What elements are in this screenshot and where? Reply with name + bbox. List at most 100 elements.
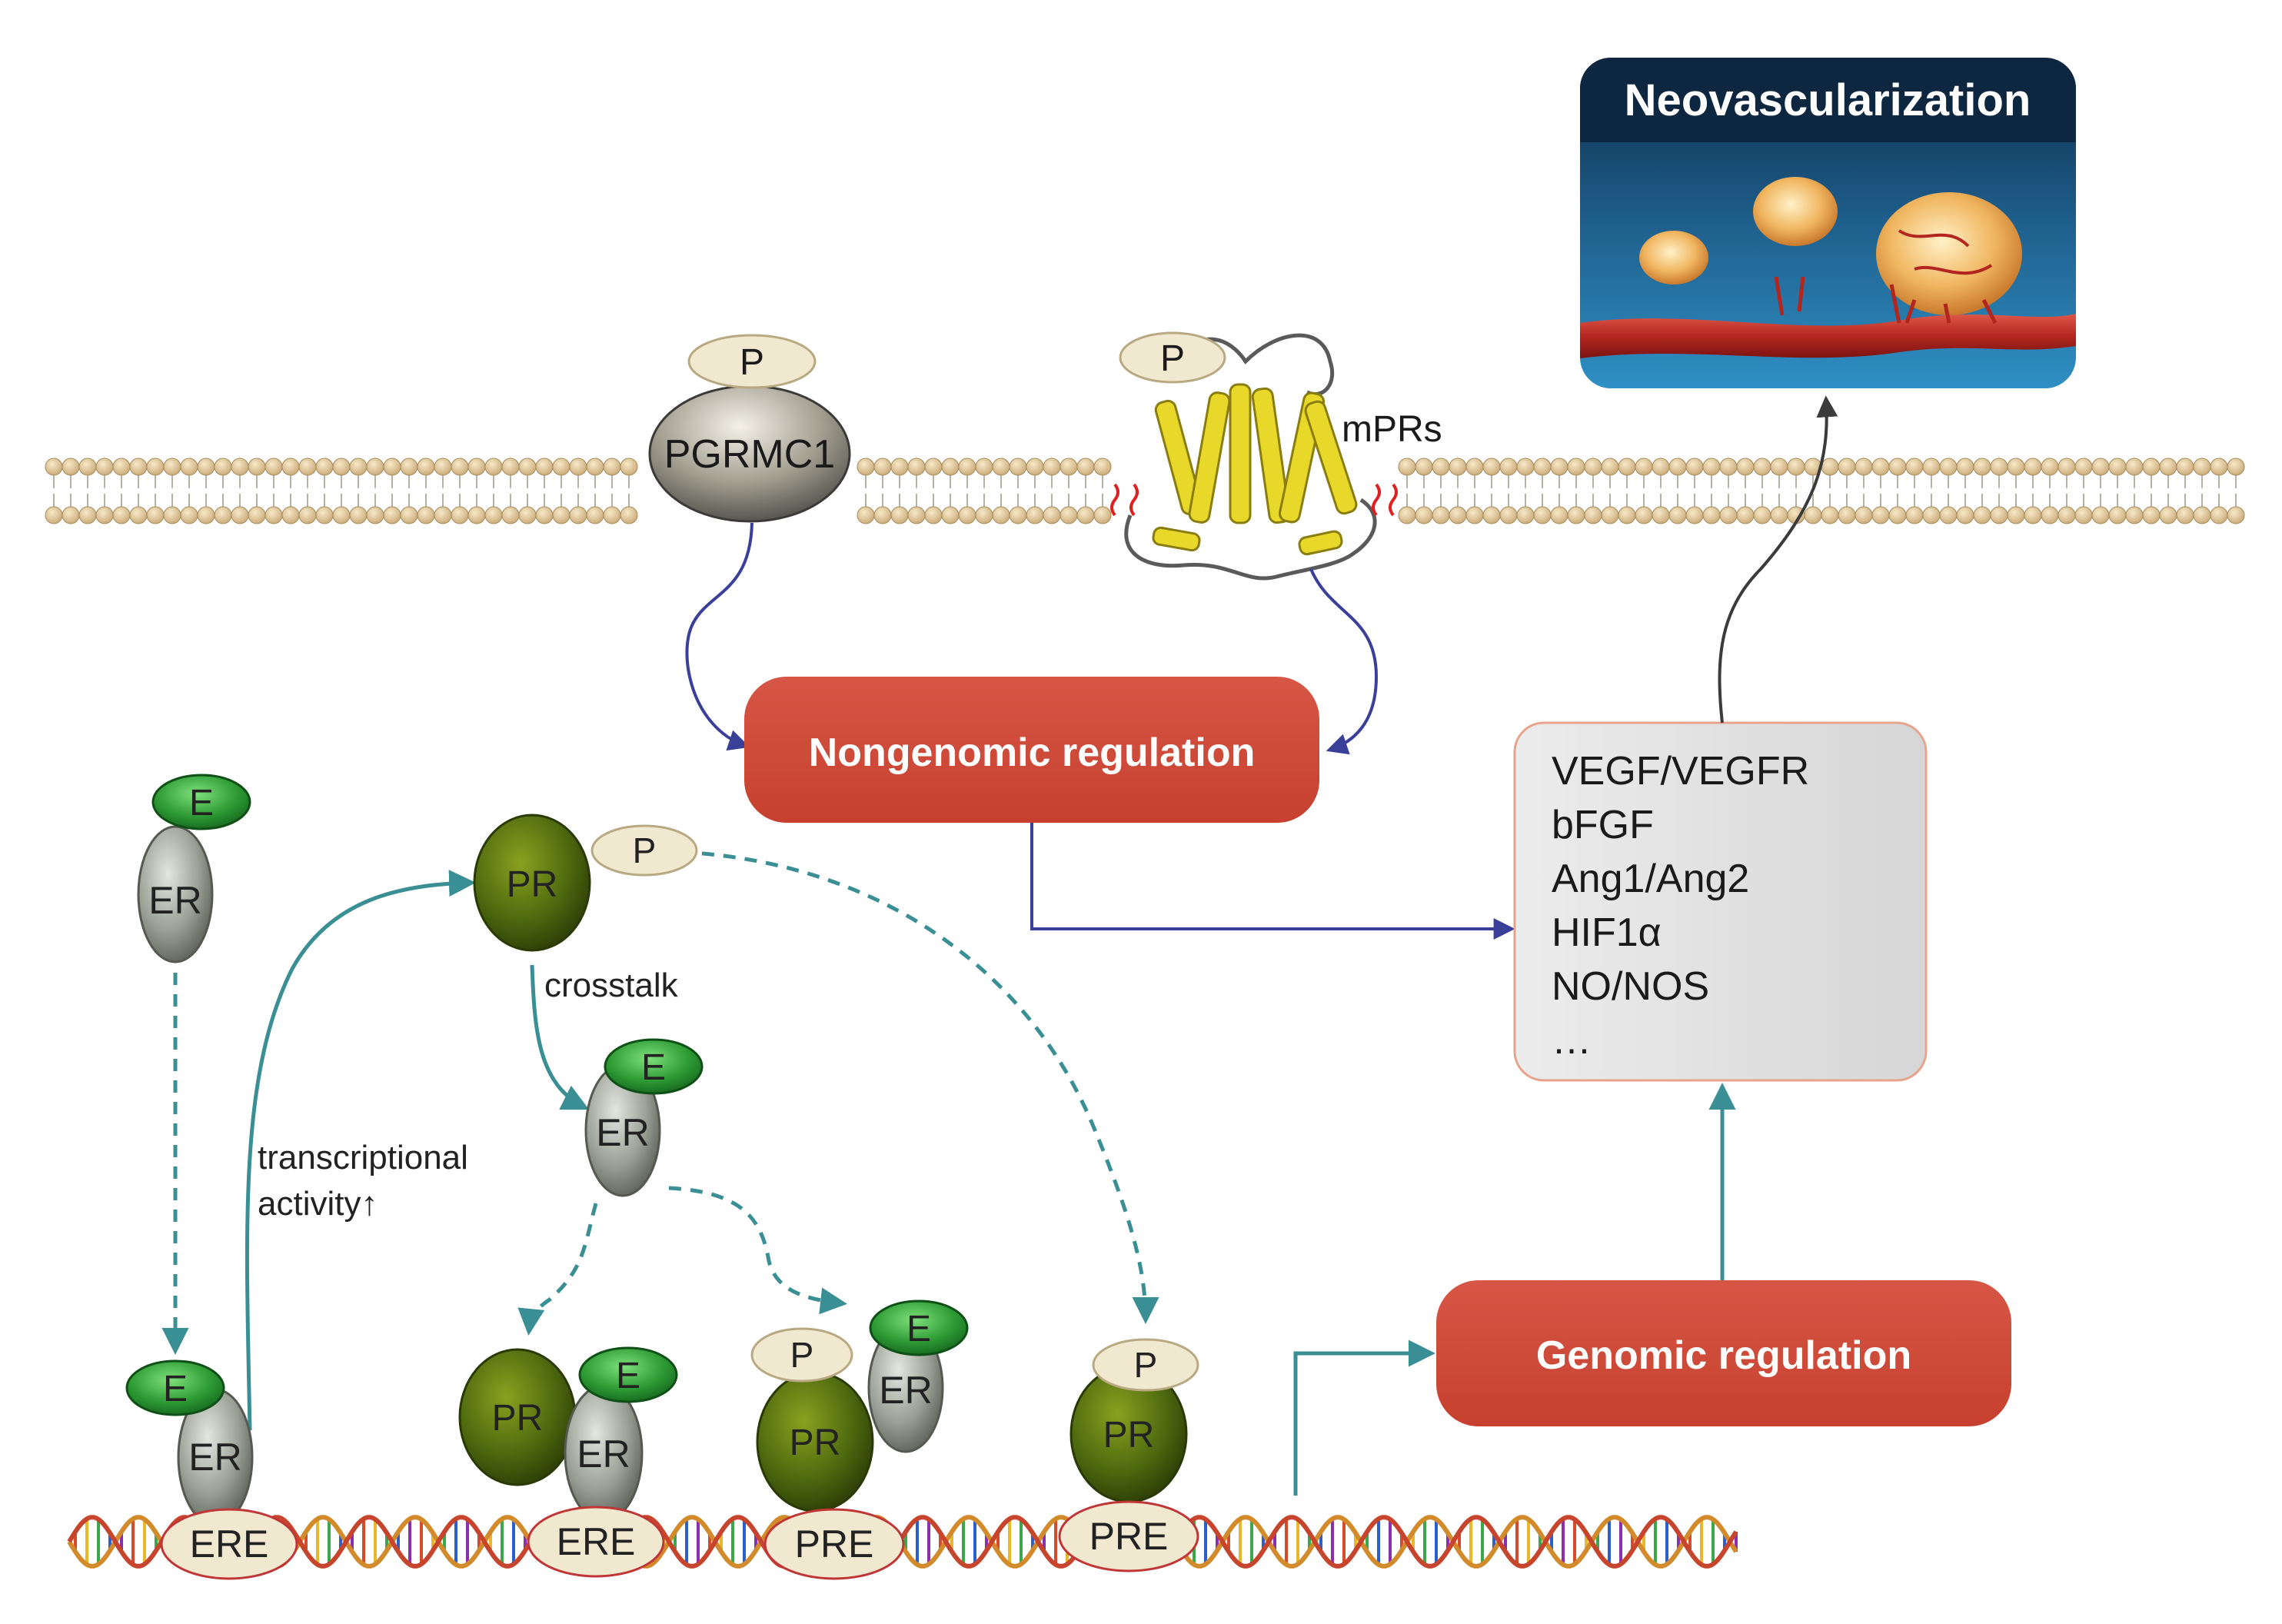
lipid-head xyxy=(1398,458,1416,476)
lipid-head xyxy=(1956,458,1974,476)
lipid-head xyxy=(467,458,486,476)
lipid-head xyxy=(197,506,215,524)
lipid-head xyxy=(1043,458,1061,476)
e-label: E xyxy=(189,783,214,824)
lipid-head xyxy=(1652,458,1670,476)
mprs-ligand-p: P xyxy=(1160,338,1185,379)
lipid-head xyxy=(1736,506,1755,524)
lipid-head xyxy=(535,458,554,476)
lipid-head xyxy=(1770,458,1788,476)
lipid-head xyxy=(1618,506,1636,524)
er-label: ER xyxy=(879,1369,932,1412)
nongenomic-regulation-label: Nongenomic regulation xyxy=(809,730,1256,775)
lipid-head xyxy=(1060,458,1078,476)
lipid-head xyxy=(45,506,63,524)
arrow-er-to-pre-complex-dashed xyxy=(668,1186,847,1315)
tumor-illustration xyxy=(1639,177,2022,324)
lipid-head xyxy=(383,506,401,524)
lipid-head xyxy=(298,506,317,524)
lipid-head xyxy=(1821,458,1839,476)
lipid-head xyxy=(1855,506,1873,524)
lipid-head xyxy=(907,458,926,476)
lipid-head xyxy=(298,458,317,476)
lipid-head xyxy=(1736,458,1755,476)
lipid-head xyxy=(1838,458,1856,476)
lipid-head xyxy=(1668,458,1687,476)
lipid-head xyxy=(569,458,587,476)
lipid-head xyxy=(1415,506,1433,524)
lipid-head xyxy=(281,506,300,524)
cell-membrane xyxy=(45,458,2245,524)
factor-item: Ang1/Ang2 xyxy=(1552,857,1749,901)
lipid-head xyxy=(1702,506,1721,524)
lipid-head xyxy=(2024,506,2042,524)
lipid-head xyxy=(1499,458,1518,476)
arrow-pgrmc1-to-nongenomic xyxy=(685,522,753,751)
lipid-head xyxy=(958,506,976,524)
lipid-head xyxy=(941,506,960,524)
e-label: E xyxy=(641,1047,666,1088)
lipid-head xyxy=(214,506,232,524)
lipid-head xyxy=(1871,458,1890,476)
lipid-head xyxy=(1685,458,1704,476)
pgrmc1-receptor: PGRMC1 P xyxy=(648,334,851,523)
pre-label: PRE xyxy=(1089,1515,1169,1558)
crosstalk-label: crosstalk xyxy=(544,967,679,1004)
lipid-head xyxy=(2176,458,2194,476)
lipid-head xyxy=(975,506,993,524)
lipid-head xyxy=(2041,506,2059,524)
lipid-head xyxy=(873,506,892,524)
pr-label: PR xyxy=(790,1423,841,1463)
lipid-head xyxy=(2159,506,2177,524)
lipid-head xyxy=(992,506,1010,524)
lipid-head xyxy=(1804,506,1822,524)
lipid-head xyxy=(1601,458,1619,476)
lipid-head xyxy=(1584,506,1602,524)
pre-label: PRE xyxy=(795,1522,874,1566)
lipid-head xyxy=(1635,506,1653,524)
lipid-head xyxy=(1567,458,1585,476)
ere-site-1: ER E ERE xyxy=(125,1359,298,1580)
transcriptional-label: transcriptional xyxy=(258,1139,468,1176)
lipid-head xyxy=(62,458,80,476)
lipid-head xyxy=(1432,506,1450,524)
lipid-head xyxy=(1516,506,1535,524)
factor-item: bFGF xyxy=(1552,803,1654,847)
lipid-head xyxy=(2125,458,2144,476)
pr-ligand-complex: PR P xyxy=(473,814,698,952)
lipid-head xyxy=(2108,458,2127,476)
lipid-head xyxy=(1753,458,1771,476)
lipid-head xyxy=(95,506,114,524)
lipid-head xyxy=(2227,506,2245,524)
lipid-head xyxy=(2091,506,2110,524)
free-er-complex: ER E xyxy=(137,774,251,963)
lipid-head xyxy=(2159,458,2177,476)
lipid-head xyxy=(501,458,520,476)
lipid-head xyxy=(2125,506,2144,524)
lipid-head xyxy=(1432,458,1450,476)
lipid-head xyxy=(1060,506,1078,524)
lipid-head xyxy=(586,458,604,476)
lipid-head xyxy=(924,458,943,476)
lipid-head xyxy=(1026,506,1044,524)
lipid-head xyxy=(535,506,554,524)
lipid-head xyxy=(1939,458,1958,476)
er-label: ER xyxy=(577,1433,630,1476)
lipid-head xyxy=(2074,458,2093,476)
pr-label: PR xyxy=(492,1398,544,1439)
nongenomic-regulation-box: Nongenomic regulation xyxy=(744,677,1319,823)
lipid-head xyxy=(890,458,909,476)
lipid-head xyxy=(281,458,300,476)
arrow-transcriptional-activity xyxy=(244,870,476,1431)
pre-site-2: PR P PRE xyxy=(1058,1338,1199,1572)
lipid-head xyxy=(2176,506,2194,524)
lipid-head xyxy=(1550,458,1568,476)
factor-item: VEGF/VEGFR xyxy=(1552,749,1809,794)
pre-site-1: PR P ER E PRE xyxy=(750,1300,969,1580)
lipid-head xyxy=(112,506,131,524)
lipid-head xyxy=(1601,506,1619,524)
lipid-head xyxy=(264,506,283,524)
lipid-head xyxy=(857,506,875,524)
lipid-head xyxy=(2142,458,2161,476)
lipid-head xyxy=(2024,458,2042,476)
